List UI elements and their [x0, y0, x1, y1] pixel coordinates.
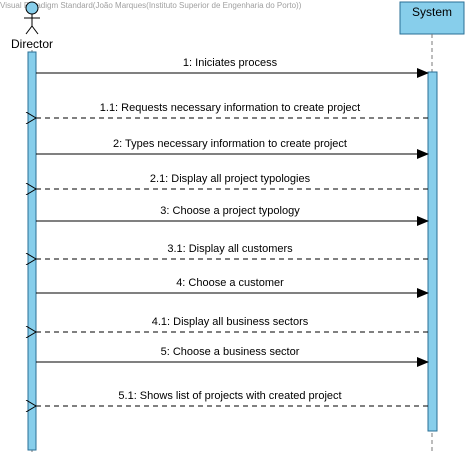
messages: 1: Iniciates process 1.1: Requests necess… — [36, 57, 429, 406]
watermark-text: Visual Paradigm Standard(João Marques(In… — [0, 1, 302, 10]
message-2: 1.1: Requests necessary information to c… — [36, 102, 428, 118]
message-label: 3: Choose a project typology — [160, 205, 300, 217]
message-label: 3.1: Display all customers — [167, 243, 293, 255]
actor-figure — [24, 1, 40, 35]
message-7: 4: Choose a customer — [36, 277, 429, 298]
actor-label: Director — [11, 37, 53, 51]
message-9: 5: Choose a business sector — [36, 346, 429, 367]
message-label: 5: Choose a business sector — [161, 346, 300, 358]
message-6: 3.1: Display all customers — [36, 243, 428, 259]
actor-leg-left — [25, 25, 33, 35]
message-4: 2.1: Display all project typologies — [36, 173, 428, 189]
message-label: 5.1: Shows list of projects with created… — [118, 390, 341, 402]
system-object-box — [399, 1, 465, 35]
actor-leg-right — [31, 25, 39, 35]
message-label: 2: Types necessary information to create… — [113, 138, 347, 150]
message-10: 5.1: Shows list of projects with created… — [36, 390, 428, 406]
message-label: 4.1: Display all business sectors — [152, 316, 309, 328]
message-label: 2.1: Display all project typologies — [150, 173, 311, 185]
message-label: 1.1: Requests necessary information to c… — [100, 102, 360, 114]
message-3: 2: Types necessary information to create… — [36, 138, 429, 159]
system-activation-bar — [427, 71, 438, 432]
system-label: System — [412, 5, 452, 19]
message-label: 1: Iniciates process — [183, 57, 278, 69]
message-label: 4: Choose a customer — [176, 277, 284, 289]
actor-head-icon — [25, 1, 39, 15]
message-5: 3: Choose a project typology — [36, 205, 429, 226]
actor-activation-bar — [27, 51, 37, 451]
message-1: 1: Iniciates process — [36, 57, 429, 78]
message-8: 4.1: Display all business sectors — [36, 316, 428, 332]
